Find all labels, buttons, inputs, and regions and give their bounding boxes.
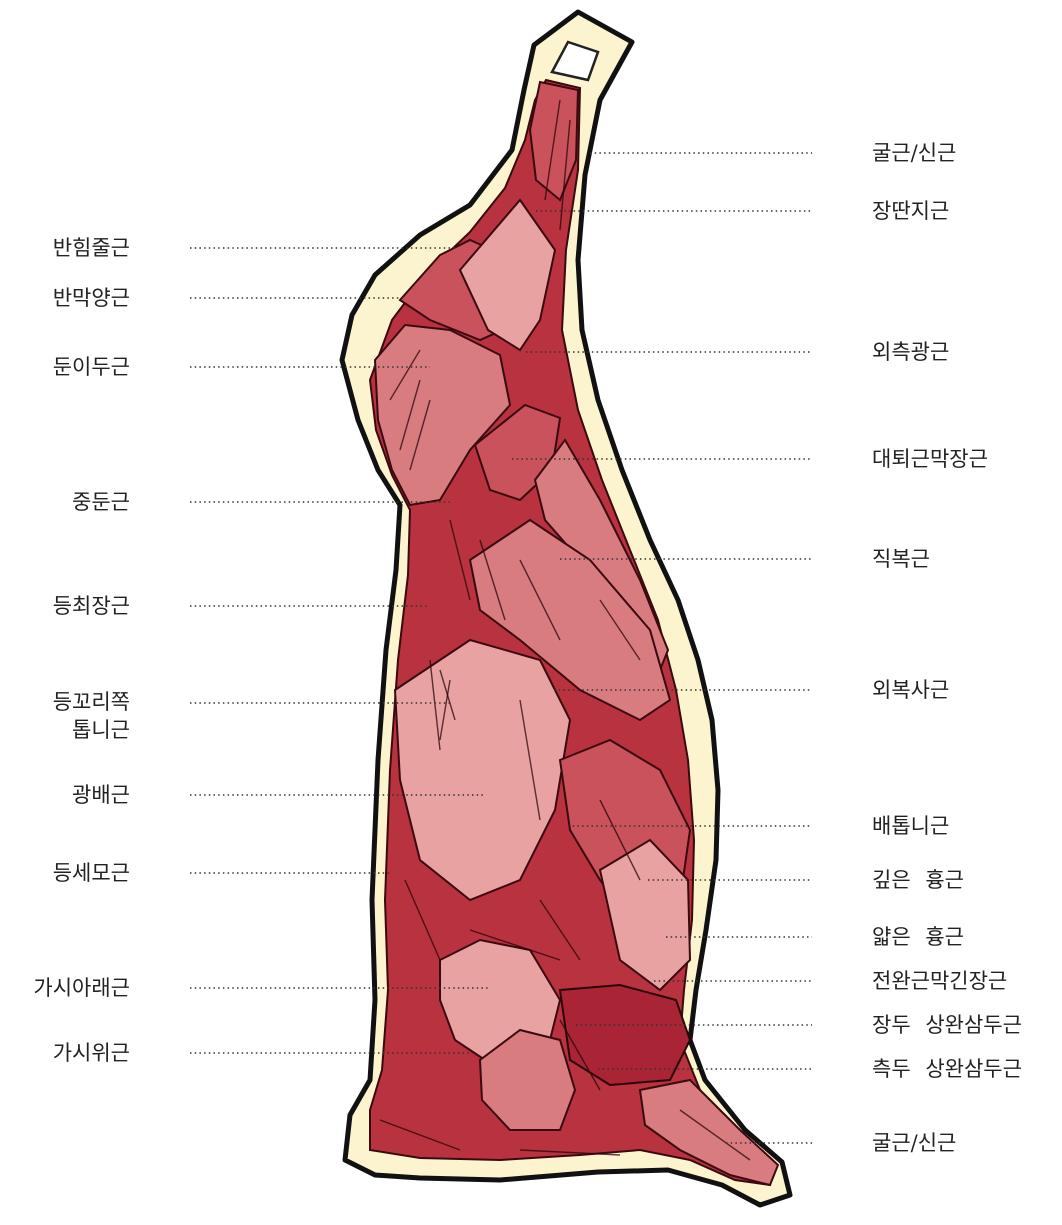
label-serratus-dorsalis-caudalis: 등꼬리쪽 톱니근	[53, 688, 130, 744]
label-infraspinatus: 가시아래근	[33, 975, 130, 1001]
label-tensor-fasciae-antebrachii: 전완근막긴장근	[872, 968, 1007, 994]
label-semitendinosus: 반힘줄근	[53, 235, 130, 261]
label-latissimus-dorsi: 광배근	[72, 782, 130, 808]
label-gluteus-medius: 중둔근	[72, 489, 130, 515]
label-vastus-lateralis: 외측광근	[872, 339, 949, 365]
label-superficial-pectoral: 얇은 흉근	[872, 924, 964, 950]
label-gastrocnemius: 장딴지근	[872, 198, 949, 224]
label-flexor-extensor-hind: 굴근/신근	[872, 140, 956, 166]
label-triceps-lateral-head: 측두 상완삼두근	[872, 1056, 1022, 1082]
label-biceps-femoris: 둔이두근	[53, 354, 130, 380]
label-longissimus-dorsi: 등최장근	[53, 593, 130, 619]
label-semimembranosus: 반막양근	[53, 285, 130, 311]
label-flexor-extensor-fore: 굴근/신근	[872, 1130, 956, 1156]
label-supraspinatus: 가시위근	[53, 1040, 130, 1066]
label-external-oblique: 외복사근	[872, 677, 949, 703]
label-deep-pectoral: 깊은 흉근	[872, 867, 964, 893]
label-trapezius: 등세모근	[53, 860, 130, 886]
label-serratus-ventralis: 배톱니근	[872, 813, 949, 839]
label-tensor-fasciae-latae: 대퇴근막장근	[872, 446, 988, 472]
label-triceps-long-head: 장두 상완삼두근	[872, 1012, 1022, 1038]
label-rectus-abdominis: 직복근	[872, 546, 930, 572]
